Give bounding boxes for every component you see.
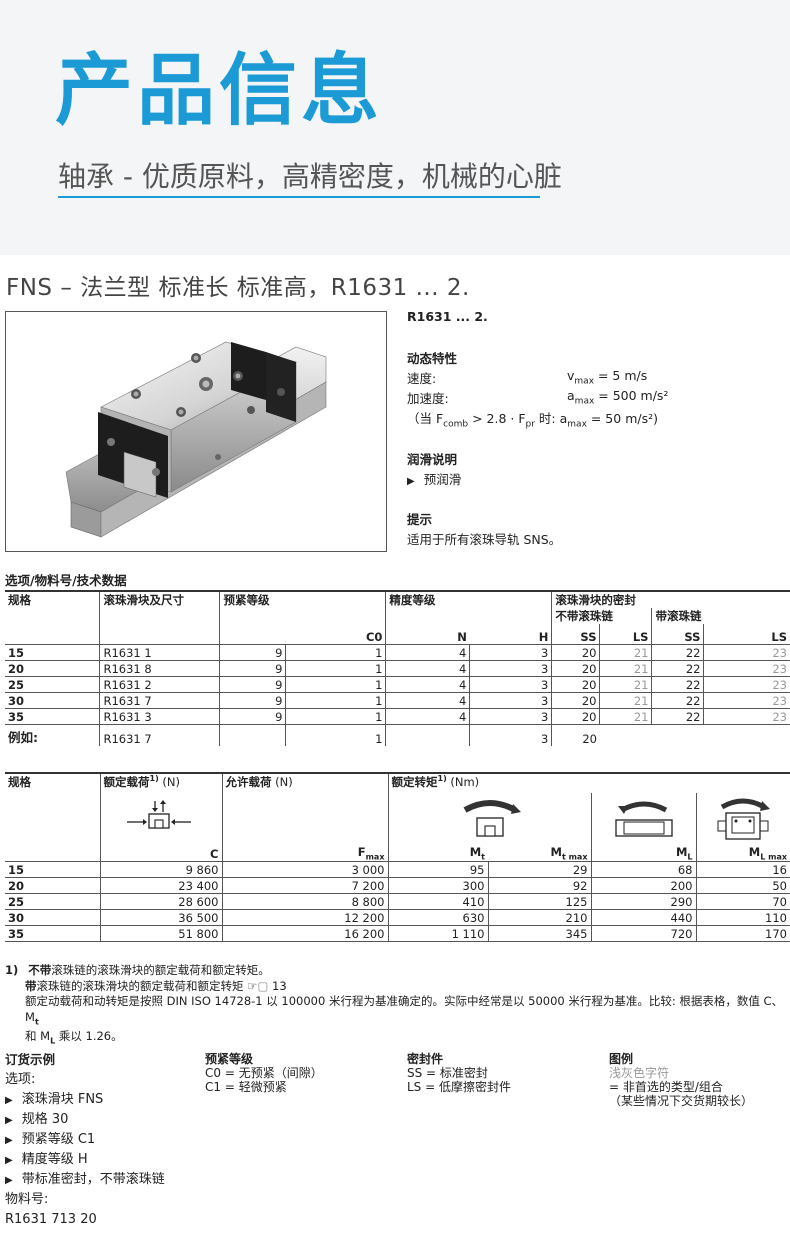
triangle-bullet-icon: ▶	[5, 1115, 13, 1126]
t2-size-header: 规格	[5, 772, 100, 793]
sub-mtmax: Mt max	[488, 845, 591, 863]
torque-mt-icon	[387, 793, 591, 845]
col-with-chain-header: 带滚珠链	[651, 608, 790, 624]
speed-value: vmax = 5 m/s	[567, 368, 648, 387]
product-image	[5, 311, 387, 552]
sub-mt: Mt	[387, 845, 488, 863]
col-no-chain-header: 不带滚珠链	[551, 608, 652, 624]
sub-ml: ML	[590, 845, 696, 863]
col-size-header: 规格	[5, 590, 100, 624]
list-item: ▶规格 30	[5, 1110, 165, 1130]
hero-banner: 产品信息 轴承 - 优质原料，高精密度，机械的心脏	[0, 0, 790, 255]
example-row: 例如: R1631 7 1 3 20	[5, 724, 790, 746]
sub-c0: C0	[285, 624, 386, 645]
triangle-bullet-icon: ▶	[5, 1095, 13, 1106]
t2-torque-header: 额定转矩1) (Nm)	[387, 772, 790, 793]
speed-label: 速度:	[407, 371, 437, 386]
part-code: R1631 ... 2.	[407, 309, 488, 324]
part-number: R1631 713 20	[5, 1212, 97, 1227]
triangle-bullet-icon: ▶	[5, 1135, 13, 1146]
col-block-header: 滚珠滑块及尺寸	[99, 590, 220, 624]
list-item: ▶预紧等级 C1	[5, 1130, 165, 1150]
col-accuracy-header: 精度等级	[385, 590, 552, 624]
symbol-legend: 图例 浅灰色字符 = 非首选的类型/组合 （某些情况下交货期较长）	[609, 1052, 754, 1108]
footnote: 1)不带滚珠链的滚珠滑块的额定载荷和额定转矩。 带滚珠链的滚珠滑块的额定载荷和额…	[5, 963, 784, 1046]
torque-ml-alt-icon	[695, 793, 790, 845]
page-ref-icon: ▢	[257, 978, 269, 993]
sub-ls: LS	[599, 624, 652, 645]
sub-h: H	[469, 624, 552, 645]
sub-ls2: LS	[703, 624, 790, 645]
sub-c: C	[99, 845, 222, 863]
sub-n: N	[385, 624, 470, 645]
dynamic-heading: 动态特性	[407, 351, 458, 366]
col-seal-header: 滚珠滑块的密封	[551, 590, 790, 608]
sub-ss: SS	[551, 624, 600, 645]
torque-ml-icon	[590, 793, 696, 845]
page-title: 产品信息	[55, 46, 384, 136]
t2-allow-header: 允许载荷 (N)	[221, 772, 388, 793]
options-section-label: 选项/物料号/技术数据	[5, 573, 127, 588]
load-ratings-table: 规格 额定载荷1) (N) 允许载荷 (N) 额定转矩1) (Nm)	[5, 772, 790, 943]
sub-mlmax: ML max	[695, 845, 790, 863]
part-label: 物料号:	[5, 1192, 49, 1207]
page-subtitle: 轴承 - 优质原料，高精密度，机械的心脏	[58, 160, 562, 193]
triangle-bullet-icon: ▶	[5, 1155, 13, 1166]
hint-text: 适用于所有滚珠导轨 SNS。	[407, 532, 562, 547]
radial-load-icon	[99, 793, 222, 845]
sub-fmax: Fmax	[221, 845, 388, 863]
subtitle-underline	[58, 196, 540, 198]
accel-label: 加速度:	[407, 391, 449, 406]
product-title: FNS – 法兰型 标准长 标准高，R1631 ... 2.	[6, 275, 470, 301]
list-item: ▶带标准密封，不带滚珠链	[5, 1170, 165, 1190]
sub-ss2: SS	[651, 624, 704, 645]
triangle-bullet-icon: ▶	[5, 1175, 13, 1186]
linear-guide-illustration	[65, 341, 327, 538]
triangle-bullet-icon: ▶	[407, 476, 415, 487]
order-example: 订货示例 选项: ▶滚珠滑块 FNS ▶规格 30 ▶预紧等级 C1 ▶精度等级…	[5, 1050, 165, 1230]
lube-item: ▶预润滑	[407, 472, 462, 487]
options-label: 选项:	[5, 1072, 36, 1087]
hint-heading: 提示	[407, 512, 433, 527]
preload-legend: 预紧等级 C0 = 无预紧（间隙） C1 = 轻微预紧	[205, 1052, 323, 1094]
seal-legend: 密封件 SS = 标准密封 LS = 低摩擦密封件	[407, 1052, 511, 1094]
list-item: ▶滚珠滑块 FNS	[5, 1090, 165, 1110]
options-table: 规格 滚珠滑块及尺寸 预紧等级 精度等级 滚珠滑块的密封 不带滚珠链 带滚珠链 …	[5, 590, 790, 746]
lube-heading: 润滑说明	[407, 452, 458, 467]
accel-value: amax = 500 m/s²	[567, 388, 669, 407]
t2-load-header: 额定载荷1) (N)	[99, 772, 222, 793]
list-item: ▶精度等级 H	[5, 1150, 165, 1170]
accel-condition: （当 Fcomb > 2.8 · Fpr 时: amax = 50 m/s²)	[407, 411, 658, 430]
order-heading: 订货示例	[5, 1052, 56, 1067]
col-preload-header: 预紧等级	[219, 590, 386, 624]
